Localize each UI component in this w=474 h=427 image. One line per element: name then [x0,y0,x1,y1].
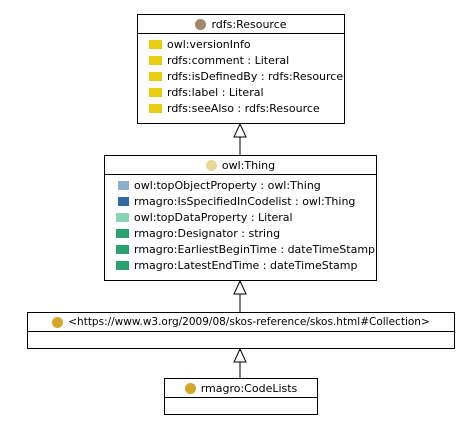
class-rmagro-codelists[interactable]: rmagro:CodeLists [164,378,318,415]
attribute-item[interactable]: owl:topDataProperty : Literal [116,209,293,225]
attribute-label: rmagro:IsSpecifiedInCodelist : owl:Thing [134,194,356,208]
inheritance-arrowhead [233,279,247,295]
attribute-item[interactable]: rdfs:comment : Literal [149,52,289,68]
attribute-label: rdfs:seeAlso : rdfs:Resource [167,101,320,115]
data-property-icon [116,212,129,222]
class-rdfs-resource[interactable]: rdfs:Resource owl:versionInfo rdfs:comme… [137,14,345,124]
attribute-item[interactable]: rmagro:LatestEndTime : dateTimeStamp [116,257,357,273]
annotation-property-icon [149,87,162,97]
class-circle-pale-yellow-icon [205,159,217,171]
attribute-item[interactable]: rdfs:label : Literal [149,84,264,100]
class-skos-collection[interactable]: <https://www.w3.org/2009/08/skos-referen… [27,312,455,349]
attribute-label: rmagro:EarliestBeginTime : dateTimeStamp [134,242,376,256]
data-property-icon [116,260,129,270]
attribute-item[interactable]: rmagro:EarliestBeginTime : dateTimeStamp [116,241,375,257]
class-circle-brown-icon [195,18,207,30]
annotation-property-icon [149,55,162,65]
class-name: owl:Thing [221,158,276,172]
attribute-label: rdfs:isDefinedBy : rdfs:Resource [167,69,344,83]
class-name: rdfs:Resource [211,17,287,31]
attribute-label: owl:versionInfo [167,37,251,51]
class-header: <https://www.w3.org/2009/08/skos-referen… [28,313,454,332]
attribute-label: owl:topDataProperty : Literal [134,210,293,224]
attribute-item[interactable]: rmagro:Designator : string [116,225,280,241]
attribute-label: rmagro:Designator : string [134,226,281,240]
class-name: <https://www.w3.org/2009/08/skos-referen… [68,316,430,328]
attribute-label: owl:topObjectProperty : owl:Thing [134,178,321,192]
attribute-label: rdfs:comment : Literal [167,53,290,67]
class-name: rmagro:CodeLists [200,381,298,395]
data-property-icon [116,244,129,254]
annotation-property-icon [149,103,162,113]
attribute-item[interactable]: owl:topObjectProperty : owl:Thing [116,177,321,193]
class-header: owl:Thing [105,156,376,175]
data-property-icon [116,228,129,238]
attribute-item[interactable]: owl:versionInfo [149,36,251,52]
inheritance-arrowhead [233,122,247,138]
attribute-list: owl:topObjectProperty : owl:Thing rmagro… [105,175,376,280]
class-header: rdfs:Resource [138,15,344,34]
attribute-item[interactable]: rmagro:IsSpecifiedInCodelist : owl:Thing [116,193,355,209]
class-circle-gold-icon [184,382,196,394]
object-property-icon [116,180,129,190]
attribute-label: rmagro:LatestEndTime : dateTimeStamp [134,258,358,272]
inheritance-arrowhead [233,347,247,363]
attribute-list: owl:versionInfo rdfs:comment : Literal r… [138,34,344,123]
class-owl-thing[interactable]: owl:Thing owl:topObjectProperty : owl:Th… [104,155,377,281]
attribute-item[interactable]: rdfs:isDefinedBy : rdfs:Resource [149,68,343,84]
attribute-item[interactable]: rdfs:seeAlso : rdfs:Resource [149,100,320,116]
class-circle-gold-icon [52,316,64,328]
annotation-property-icon [149,71,162,81]
class-header: rmagro:CodeLists [165,379,317,398]
object-property-icon [116,196,129,206]
annotation-property-icon [149,39,162,49]
attribute-label: rdfs:label : Literal [167,85,264,99]
